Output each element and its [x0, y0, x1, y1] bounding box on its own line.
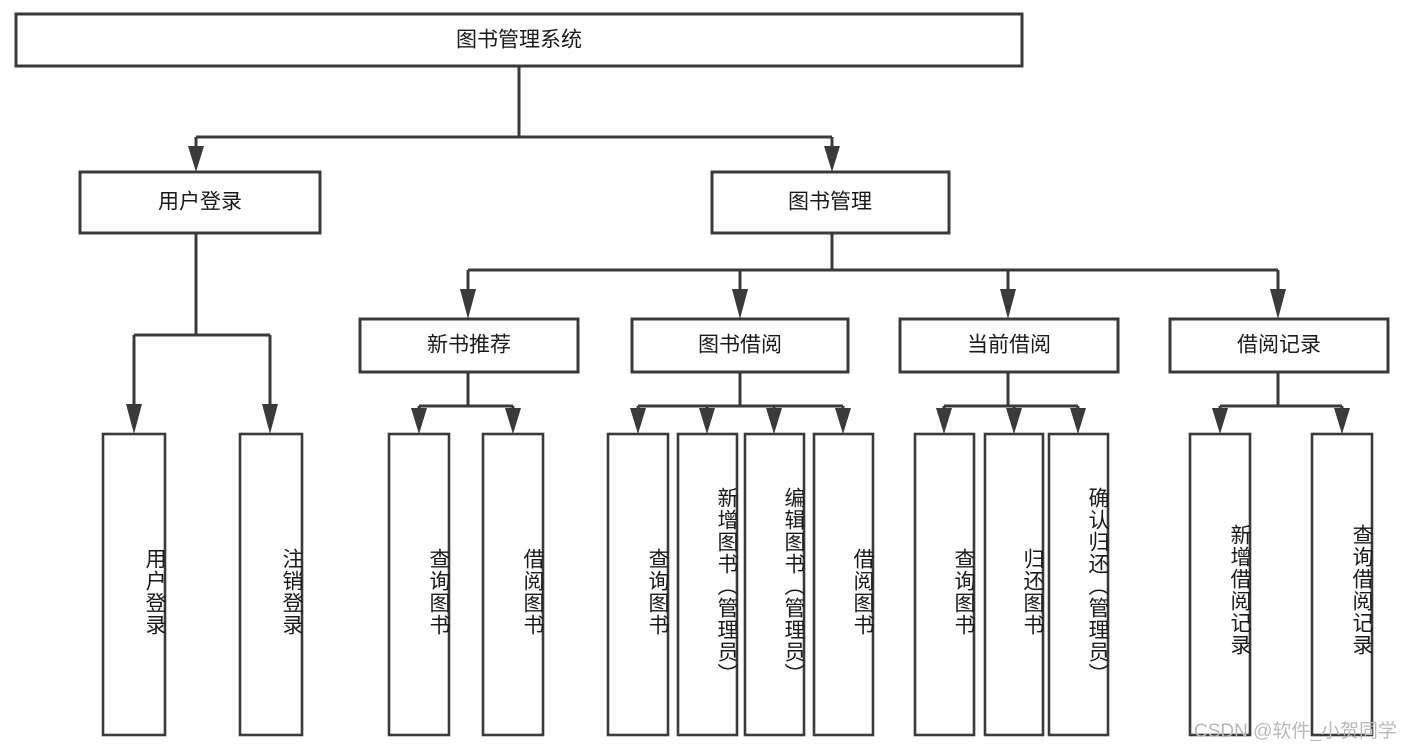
arrowhead-bb-leaf-4	[835, 408, 851, 434]
node-new-book-recommend[interactable]: 新书推荐	[358, 317, 580, 374]
node-leaf-user-login-box[interactable]	[101, 432, 167, 737]
arrowhead-cb-leaf-2	[1006, 408, 1022, 434]
node-root-system-box[interactable]	[14, 12, 1024, 68]
node-new-book-recommend-box[interactable]	[358, 317, 580, 374]
node-leaf-bb-borrow-book-box[interactable]	[812, 432, 875, 737]
arrowhead-nbr-leaf-1	[411, 408, 427, 434]
arrowhead-book-borrow	[732, 289, 748, 319]
arrowhead-br-leaf-2	[1334, 408, 1350, 434]
node-root-system-label: 图书管理系统	[456, 29, 582, 52]
node-current-borrow-box[interactable]	[898, 317, 1120, 374]
connectors-user-login-children	[126, 233, 278, 434]
node-new-book-recommend-label: 新书推荐	[427, 334, 511, 357]
node-leaf-bb-add-book-box[interactable]	[676, 432, 739, 737]
arrowhead-cb-leaf-1	[936, 408, 952, 434]
node-borrow-record[interactable]: 借阅记录	[1168, 317, 1390, 374]
node-leaf-bb-edit-book-box[interactable]	[743, 432, 806, 737]
node-user-login[interactable]: 用户登录	[78, 170, 322, 235]
connectors-book-manage-children	[460, 233, 1286, 319]
node-current-borrow-label: 当前借阅	[967, 334, 1051, 357]
node-borrow-record-box[interactable]	[1168, 317, 1390, 374]
arrowhead-book-manage	[824, 146, 840, 172]
node-book-borrow-label: 图书借阅	[698, 334, 782, 357]
node-leaf-br-query-record-box[interactable]	[1310, 432, 1374, 737]
arrowhead-nbr-leaf-2	[505, 408, 521, 434]
connectors-book-borrow-children	[630, 372, 851, 434]
connectors-borrow-record-children	[1212, 372, 1350, 434]
node-leaf-logout-box[interactable]	[238, 432, 304, 737]
node-book-manage-label: 图书管理	[788, 191, 872, 214]
node-leaf-nbr-query-book-box[interactable]	[387, 432, 451, 737]
arrowhead-bb-leaf-2	[699, 408, 715, 434]
arrowhead-borrow-record	[1270, 289, 1286, 319]
node-leaf-nbr-borrow-book-box[interactable]	[481, 432, 545, 737]
node-book-manage-box[interactable]	[710, 170, 951, 235]
node-current-borrow[interactable]: 当前借阅	[898, 317, 1120, 374]
node-book-borrow-box[interactable]	[630, 317, 850, 374]
node-user-login-label: 用户登录	[158, 191, 242, 214]
arrowhead-current-borrow	[1000, 289, 1016, 319]
arrowhead-new-book-recommend	[460, 289, 476, 319]
node-root-system[interactable]: 图书管理系统	[14, 12, 1024, 68]
node-borrow-record-label: 借阅记录	[1237, 334, 1321, 357]
connectors-current-borrow-children	[936, 372, 1086, 434]
arrowhead-user-login	[188, 146, 204, 172]
node-leaf-cb-confirm-return-box[interactable]	[1047, 432, 1110, 737]
arrowhead-bb-leaf-1	[630, 408, 646, 434]
node-leaf-cb-query-book-box[interactable]	[913, 432, 976, 737]
connectors-new-book-recommend-children	[411, 372, 521, 434]
arrowhead-leaf-logout	[262, 404, 278, 434]
arrowhead-leaf-user-login	[126, 404, 142, 434]
connectors-root-to-level2	[188, 66, 840, 172]
node-book-borrow[interactable]: 图书借阅	[630, 317, 850, 374]
watermark-text: CSDN @软件_小贺同学	[1194, 721, 1397, 742]
arrowhead-br-leaf-1	[1212, 408, 1228, 434]
node-book-manage[interactable]: 图书管理	[710, 170, 951, 235]
node-leaf-cb-return-book-box[interactable]	[983, 432, 1045, 737]
node-leaf-br-add-record-box[interactable]	[1188, 432, 1252, 737]
node-user-login-box[interactable]	[78, 170, 322, 235]
node-leaf-bb-query-book-box[interactable]	[606, 432, 670, 737]
arrowhead-cb-leaf-3	[1070, 408, 1086, 434]
arrowhead-bb-leaf-3	[766, 408, 782, 434]
